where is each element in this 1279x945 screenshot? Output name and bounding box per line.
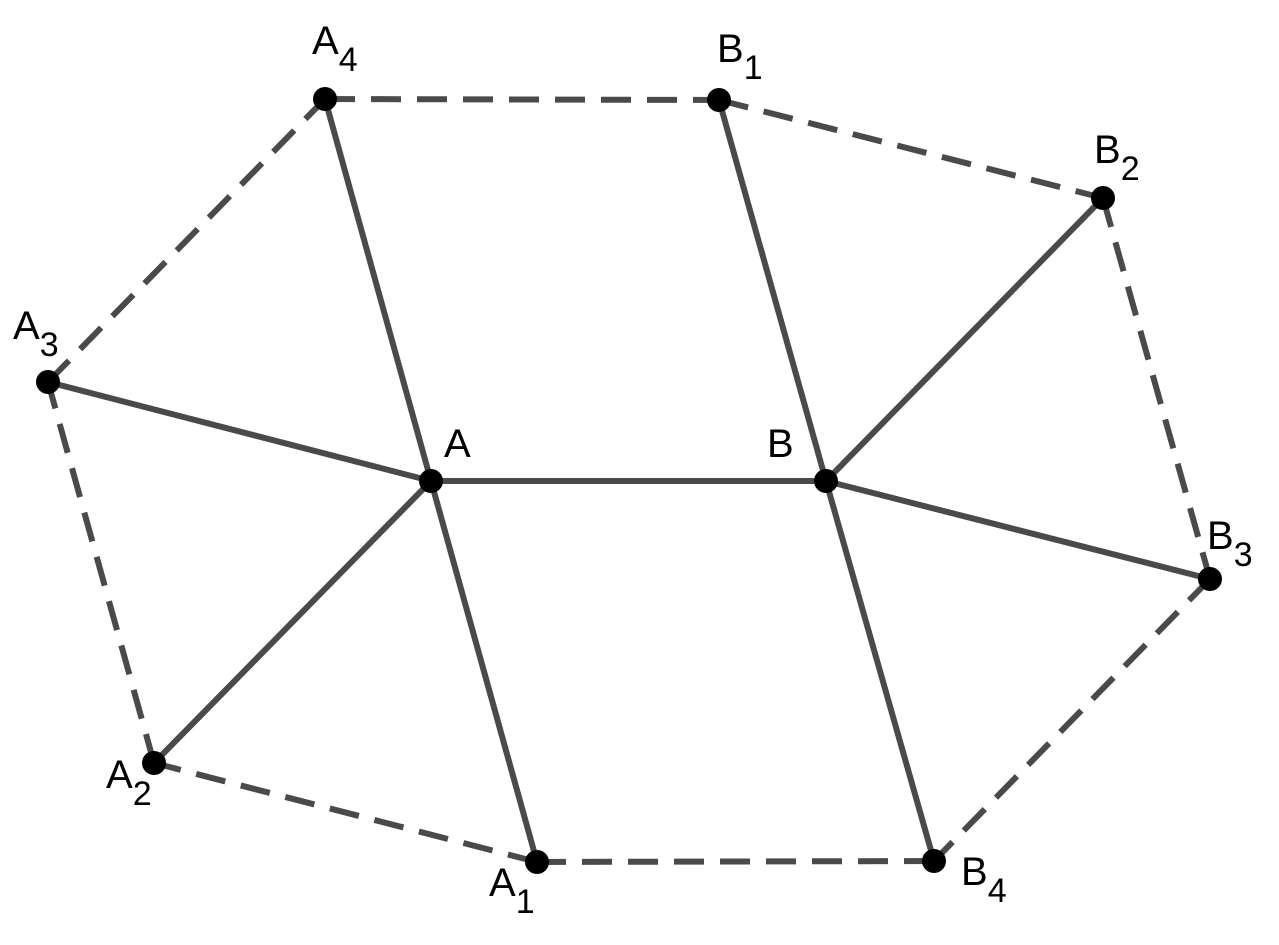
edges-layer [45, 96, 1213, 865]
points-layer [36, 87, 1222, 874]
label-B3: B3 [1207, 514, 1253, 574]
point-A1 [525, 850, 549, 874]
solid-edge-B-B4 [823, 480, 937, 862]
dashed-edge-B1-B2 [718, 97, 1104, 201]
dashed-edge-A1-A2 [153, 760, 538, 865]
solid-edge-A-A3 [47, 379, 432, 484]
label-A: A [444, 422, 471, 466]
label-A3: A3 [13, 304, 59, 364]
dashed-edge-B4-A1 [536, 858, 935, 865]
label-A4: A4 [312, 19, 358, 79]
dashed-edge-A4-B1 [324, 96, 720, 103]
dashed-edge-B3-B4 [931, 576, 1213, 864]
point-A3 [36, 370, 60, 394]
point-B [814, 469, 838, 493]
label-B: B [767, 422, 794, 466]
dashed-edge-A2-A3 [45, 381, 157, 764]
label-A1: A1 [489, 861, 535, 921]
dashed-edge-B2-B3 [1100, 197, 1213, 580]
point-B2 [1091, 186, 1115, 210]
solid-edge-B-B3 [825, 478, 1211, 582]
point-B1 [707, 88, 731, 112]
point-B3 [1198, 567, 1222, 591]
label-B2: B2 [1094, 128, 1140, 188]
solid-edge-A-A2 [151, 478, 434, 766]
point-A4 [313, 87, 337, 111]
point-A [419, 469, 443, 493]
label-B1: B1 [717, 27, 763, 87]
point-B4 [922, 849, 946, 873]
solid-edge-A-A1 [428, 480, 540, 863]
point-A2 [142, 751, 166, 775]
dashed-edge-A3-A4 [45, 96, 328, 385]
labels-layer: A B A1 A2 A3 A4 B1 B2 B3 B4 [13, 19, 1253, 921]
label-A2: A2 [106, 753, 152, 813]
label-B4: B4 [961, 850, 1007, 910]
solid-edge-A-A4 [322, 98, 434, 482]
solid-edge-B-B2 [823, 195, 1106, 484]
solid-edge-B-B1 [716, 99, 829, 482]
